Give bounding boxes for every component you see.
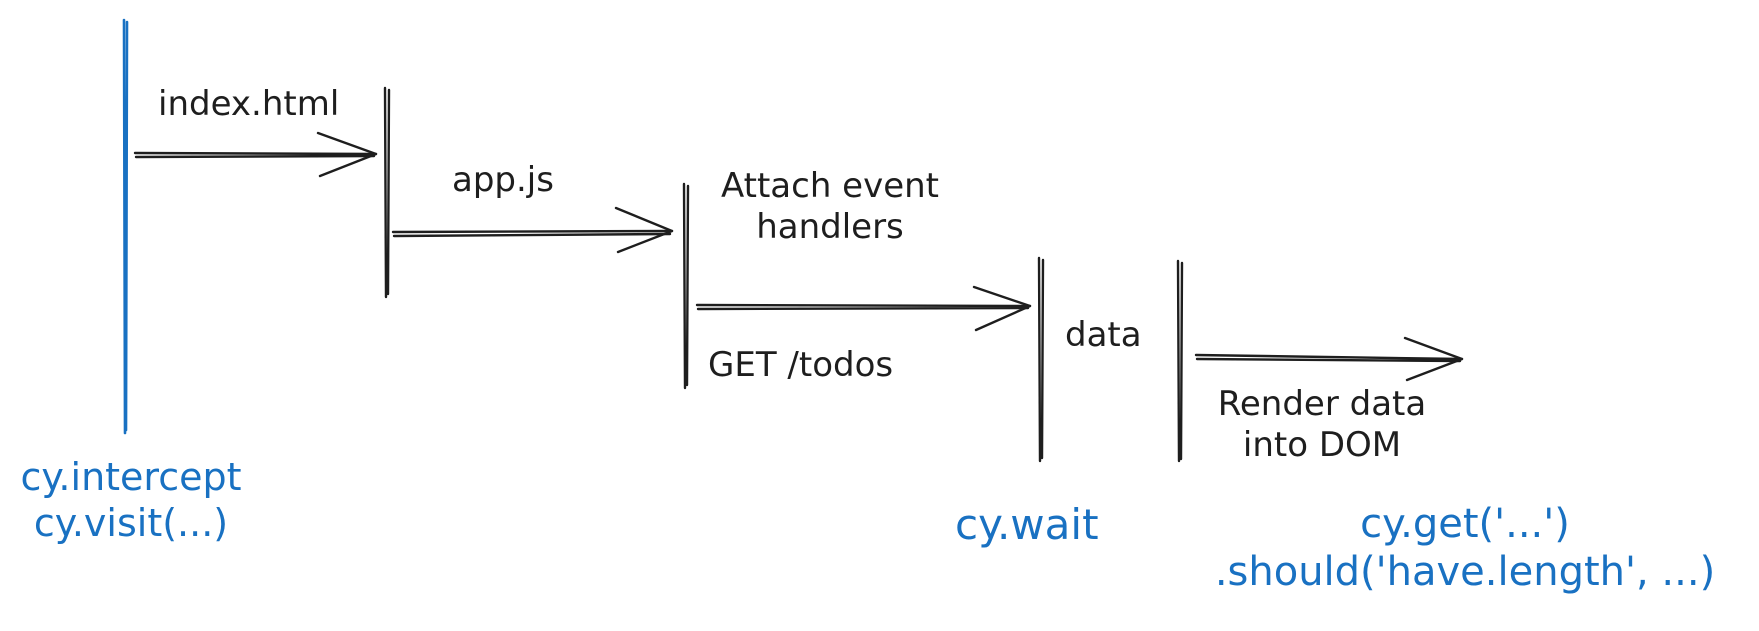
arrow-get-todos	[695, 285, 1032, 332]
bar-app-js-loaded	[682, 182, 690, 390]
arrow-render	[1194, 336, 1464, 382]
label-attach-line2: handlers	[756, 206, 904, 247]
command-wait: cy.wait	[955, 500, 1099, 549]
bar-data-received	[1037, 256, 1045, 463]
command-should: .should('have.length', ...)	[1214, 549, 1716, 595]
arrow-app-js	[391, 206, 674, 254]
command-get: cy.get('...')	[1360, 501, 1570, 547]
arrow-index-html	[133, 131, 378, 178]
label-index-html: index.html	[158, 84, 340, 124]
label-get-todos: GET /todos	[708, 345, 894, 385]
label-attach-event-handlers: Attach event handlers	[700, 166, 960, 248]
label-render-line1: Render data	[1217, 384, 1427, 424]
command-intercept: cy.intercept	[20, 455, 242, 499]
label-render-data-into-dom: Render data into DOM	[1192, 384, 1452, 466]
command-intercept-visit: cy.intercept cy.visit(...)	[0, 455, 262, 546]
label-render-line2: into DOM	[1242, 424, 1402, 465]
label-data: data	[1065, 315, 1142, 355]
label-app-js: app.js	[452, 160, 554, 200]
bar-html-loaded	[383, 86, 391, 299]
start-bar	[122, 18, 129, 435]
command-get-should: cy.get('...') .should('have.length', ...…	[1175, 500, 1755, 596]
command-visit: cy.visit(...)	[33, 500, 229, 545]
label-attach-line1: Attach event	[720, 166, 940, 206]
bar-render	[1176, 259, 1184, 463]
